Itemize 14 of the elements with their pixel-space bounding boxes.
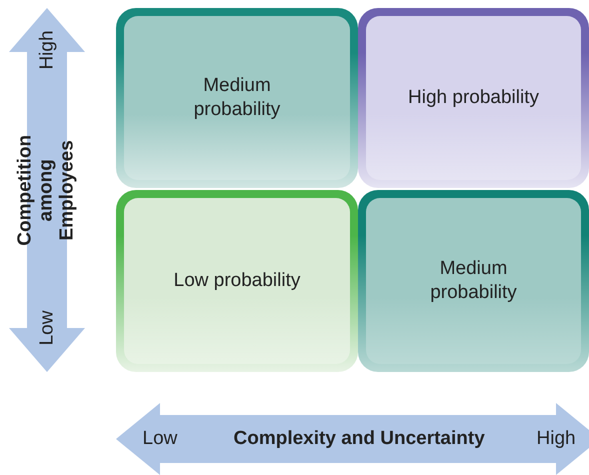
cell-label: Medium probability (192, 74, 282, 122)
cell-label: High probability (407, 86, 540, 110)
axis-end-label: Low (142, 428, 178, 450)
matrix-cell (116, 190, 358, 372)
matrix-cell (358, 8, 589, 188)
cell-label: Low probability (172, 269, 302, 293)
matrix-cell (116, 8, 358, 188)
axis-end-label: High (536, 428, 576, 450)
matrix-cell (358, 190, 589, 372)
axis-title: Competition among Employees (16, 133, 78, 248)
axis-end-label: High (36, 30, 58, 70)
axis-end-label: Low (36, 310, 58, 346)
axis-title: Complexity and Uncertainty (234, 428, 485, 450)
cell-label: Medium probability (429, 257, 518, 305)
